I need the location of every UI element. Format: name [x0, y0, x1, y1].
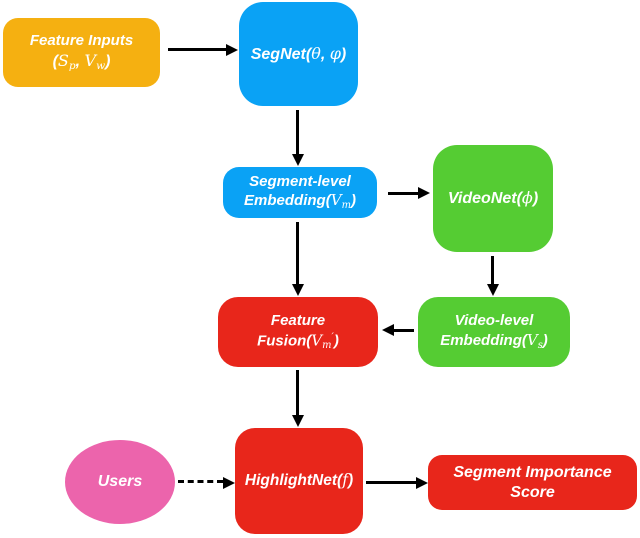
feature-fusion-label-line2: Fusion(Vm′) — [257, 331, 339, 352]
arrow-segment-embedding-to-videonet-head — [418, 187, 430, 199]
node-highlightnet: HighlightNet(f) — [235, 428, 363, 534]
importance-score-label-line1: Segment Importance — [453, 463, 612, 481]
users-label: Users — [97, 473, 143, 490]
arrow-videonet-to-video-embedding-line — [491, 256, 494, 284]
comma-separator: , — [320, 45, 330, 63]
node-video-level-embedding: Video-level Embedding(Vs) — [418, 297, 570, 367]
node-videonet: VideoNet(ϕ) — [433, 145, 553, 252]
embedding-prefix: Embedding( — [440, 331, 527, 349]
arrow-feature-inputs-to-segnet-head — [226, 44, 238, 56]
math-var-s: S — [57, 50, 69, 70]
arrow-segment-embedding-to-videonet-line — [388, 192, 418, 195]
math-var-v: V — [311, 330, 323, 349]
math-var-f: f — [342, 471, 348, 490]
arrow-video-embedding-to-feature-fusion-line — [394, 329, 414, 332]
paren-open: ( — [52, 52, 58, 70]
paren-close: ) — [532, 190, 539, 207]
video-embedding-label-line1: Video-level — [454, 312, 534, 330]
arrow-feature-inputs-to-segnet-line — [168, 48, 226, 51]
segnet-name: SegNet( — [250, 45, 312, 63]
arrow-feature-fusion-to-highlightnet-head — [292, 415, 304, 427]
node-users: Users — [65, 440, 175, 524]
arrow-highlightnet-to-importance-score-line — [366, 481, 416, 484]
paren-close: ) — [340, 45, 347, 63]
arrow-highlightnet-to-importance-score-head — [416, 477, 428, 489]
math-sub-m: m — [322, 339, 332, 351]
paren-close: ) — [347, 472, 354, 490]
paren-close: ) — [333, 331, 339, 349]
arrow-feature-fusion-to-highlightnet-line — [296, 370, 299, 415]
arrow-users-to-highlightnet-dashed-line — [178, 480, 223, 483]
paren-close: ) — [542, 331, 548, 349]
highlightnet-name: HighlightNet( — [244, 472, 343, 490]
feature-inputs-label: Feature Inputs — [29, 32, 134, 50]
math-theta: θ — [311, 43, 321, 63]
node-segment-level-embedding: Segment-level Embedding(Vm) — [223, 167, 377, 218]
paren-close: ) — [105, 52, 111, 70]
paren-close: ) — [350, 192, 356, 210]
math-sub-p: p — [68, 59, 76, 72]
node-segnet: SegNet(θ, φ) — [239, 2, 358, 106]
arrow-videonet-to-video-embedding-head — [487, 284, 499, 296]
fusion-prefix: Fusion( — [257, 331, 312, 349]
arrow-segment-embedding-to-feature-fusion-head — [292, 284, 304, 296]
segment-embedding-label-line1: Segment-level — [249, 172, 351, 190]
math-var-v: V — [526, 330, 538, 349]
segnet-label: SegNet(θ, φ) — [251, 44, 347, 65]
embedding-prefix: Embedding( — [244, 192, 331, 210]
arrow-video-embedding-to-feature-fusion-head — [382, 324, 394, 336]
videonet-name: VideoNet( — [447, 190, 522, 207]
math-prime: ′ — [331, 330, 334, 343]
math-sub-m: m — [341, 200, 351, 212]
node-segment-importance-score: Segment Importance Score — [428, 455, 637, 510]
importance-score-label-line2: Score — [510, 483, 555, 501]
arrow-segment-embedding-to-feature-fusion-line — [296, 222, 299, 284]
arrow-users-to-highlightnet-head — [223, 477, 235, 489]
math-sub-s: s — [537, 339, 543, 351]
arrow-segnet-to-segment-embedding-head — [292, 154, 304, 166]
videonet-label: VideoNet(ϕ) — [448, 188, 538, 209]
math-var-v: V — [330, 191, 342, 210]
math-phi-curly: φ — [329, 43, 341, 63]
video-embedding-label-line2: Embedding(Vs) — [440, 331, 548, 352]
feature-fusion-label-line1: Feature — [270, 311, 326, 329]
feature-inputs-params: (Sp, Vw) — [53, 51, 111, 73]
comma-separator: , — [75, 52, 85, 70]
math-phi-straight: ϕ — [521, 188, 533, 207]
math-var-v: V — [84, 50, 97, 70]
highlightnet-label: HighlightNet(f) — [245, 471, 353, 490]
node-feature-inputs: Feature Inputs (Sp, Vw) — [3, 18, 160, 87]
segment-embedding-label-line2: Embedding(Vm) — [244, 191, 356, 212]
node-feature-fusion: Feature Fusion(Vm′) — [218, 297, 378, 367]
math-sub-w: w — [96, 59, 106, 72]
arrow-segnet-to-segment-embedding-line — [296, 110, 299, 154]
